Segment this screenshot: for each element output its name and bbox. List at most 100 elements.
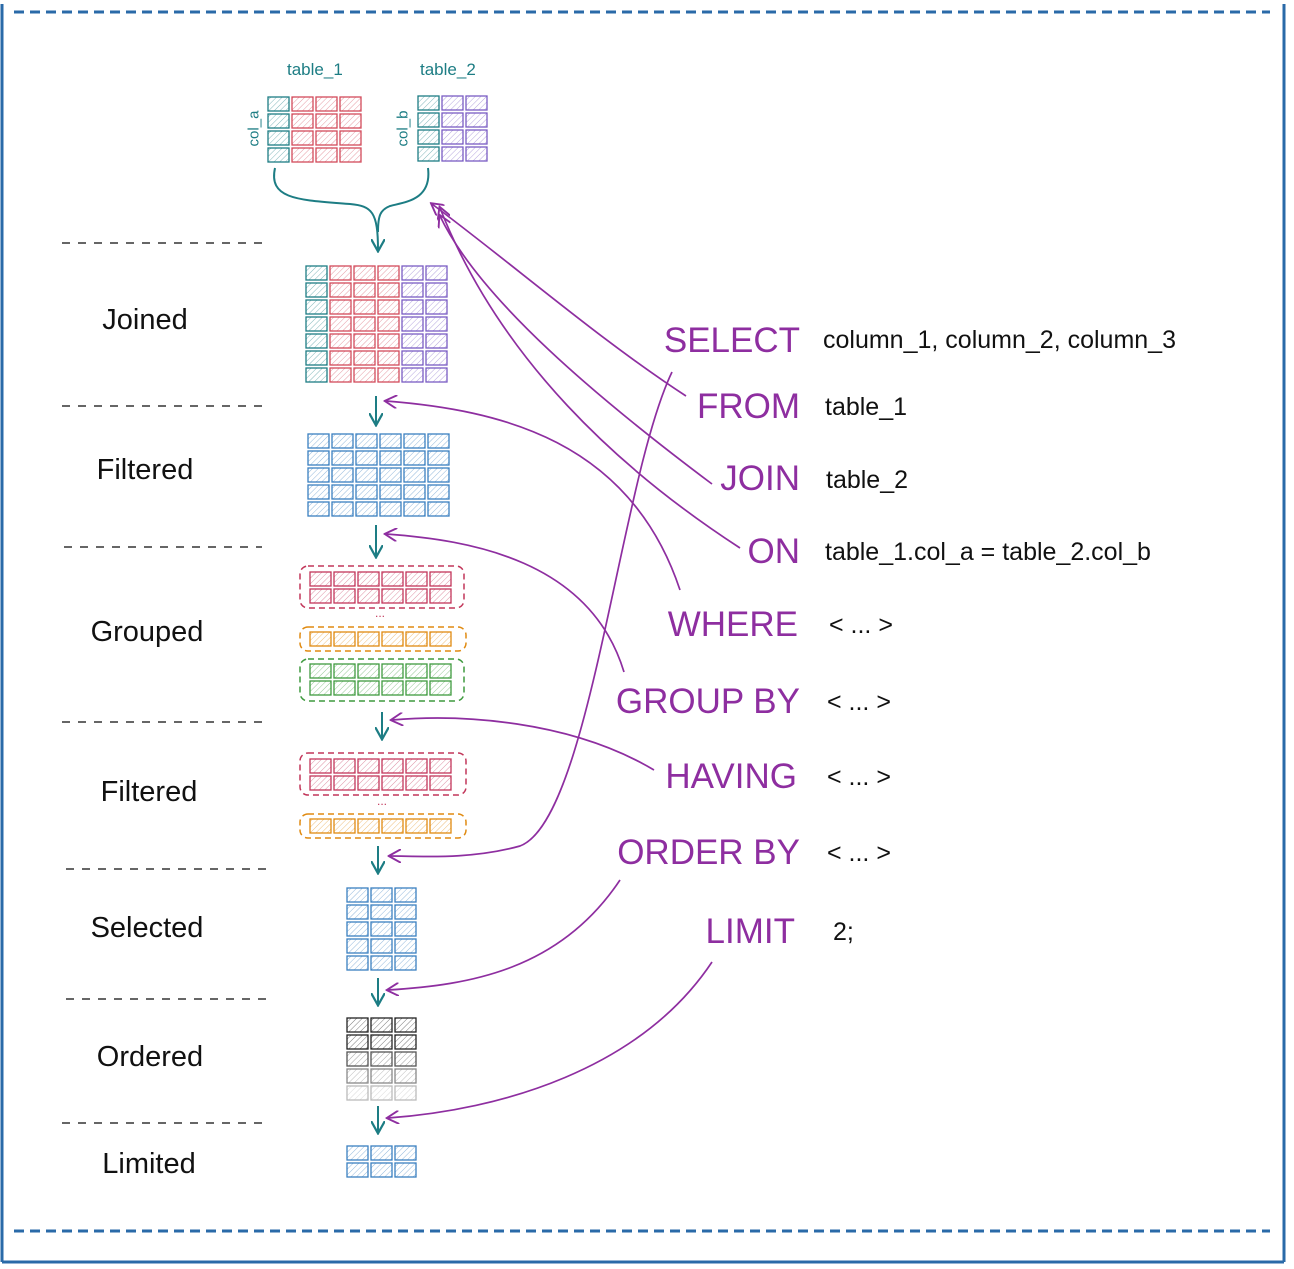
having-orange-cell [429,818,452,834]
keyword-where: WHERE [667,605,798,644]
ordered-table-cell [370,1085,393,1101]
joined-table-cell [425,350,448,366]
having-orange-cell [381,818,404,834]
ordered-table-cell [394,1085,417,1101]
table-2-cell [465,146,488,162]
ordered-table-cell [370,1068,393,1084]
joined-table-cell [353,350,376,366]
joined-table-cell [425,316,448,332]
filtered-table-cell [307,433,330,449]
joined-table-cell [329,350,352,366]
stage-label-filtered: Filtered [96,454,194,486]
table-1-cell [315,147,338,163]
having-crimson-cell [333,775,356,791]
table-1-cell [291,113,314,129]
limited-table-cell [370,1162,393,1178]
grouped-crimson-cell [333,588,356,604]
joined-table-cell [353,367,376,383]
groupby-arrow [386,534,625,673]
filtered-table-cell [379,467,402,483]
grouped-crimson-cell [309,588,332,604]
grouped-orange-cell [333,631,356,647]
joined-table-cell [401,316,424,332]
filtered-table-cell [403,484,426,500]
keyword-select: SELECT [663,321,800,360]
table-2-name: table_2 [420,60,476,79]
filtered-table-cell [331,450,354,466]
limited-table-cell [346,1145,369,1161]
grouped-orange-cell [405,631,428,647]
join-arrow [440,216,713,485]
joined-table-cell [377,333,400,349]
selected-table-cell [346,955,369,971]
ordered-table-cell [346,1017,369,1033]
joined-table-cell [329,333,352,349]
joined-table-cell [401,282,424,298]
having-crimson-cell [309,775,332,791]
table-2-cell [465,129,488,145]
table-2-cell [441,95,464,111]
grouped-green-cell [429,663,452,679]
joined-table-cell [353,333,376,349]
from-arrow [432,204,687,397]
filtered-table-cell [355,501,378,517]
joined-table-cell [329,316,352,332]
joined-table-cell [401,350,424,366]
filtered-table-cell [379,450,402,466]
value-orderby: < ... > [827,839,891,867]
selected-table-cell [370,955,393,971]
ordered-table-cell [346,1051,369,1067]
group-outlines [299,565,467,839]
having-crimson-cell [381,758,404,774]
grouped-green-cell [309,680,332,696]
grouped-orange-cell [357,631,380,647]
grouped-crimson-cell [381,571,404,587]
joined-table-cell [353,316,376,332]
filtered-table-cell [403,433,426,449]
keyword-limit: LIMIT [705,912,795,951]
table-1-cell [291,96,314,112]
stage-separators [62,242,266,1124]
table-2-cell [465,95,488,111]
limited-table-cell [346,1162,369,1178]
joined-table-cell [425,333,448,349]
limited-table-cell [394,1145,417,1161]
joined-table-cell [425,299,448,315]
orderby-arrow [388,879,621,990]
selected-table-cell [346,921,369,937]
clause-arrows [386,204,741,1118]
table-1-cell [267,113,290,129]
keyword-from: FROM [696,387,800,426]
having-crimson-cell [333,758,356,774]
grouped-orange-cell [429,631,452,647]
table-2-cell [417,112,440,128]
ordered-table-cell [394,1034,417,1050]
group-outline-crimson-2 [299,752,467,796]
selected-table-cell [370,938,393,954]
table-1-cell [339,113,362,129]
stage-label-joined: Joined [102,304,188,336]
group-outline-green [299,658,465,702]
grouped-orange-cell [309,631,332,647]
having-crimson-cell [429,775,452,791]
grouped-crimson-cell [309,571,332,587]
group-outline-orange-2 [299,813,467,839]
selected-table-cell [346,887,369,903]
limited-table-cell [370,1145,393,1161]
joined-table-cell [401,367,424,383]
having-crimson-cell [381,775,404,791]
table-2-cell [417,146,440,162]
outer-frame [0,4,1286,1264]
group-ellipsis-1: ... [375,606,386,620]
value-join: table_2 [826,466,909,494]
joined-table-cell [377,350,400,366]
table-1-cell [315,113,338,129]
joined-table-cell [377,316,400,332]
selected-table-cell [394,938,417,954]
joined-table-cell [401,333,424,349]
value-limit: 2; [833,918,854,946]
filtered-table-cell [355,484,378,500]
joined-table-cell [329,282,352,298]
keyword-on: ON [747,532,801,571]
